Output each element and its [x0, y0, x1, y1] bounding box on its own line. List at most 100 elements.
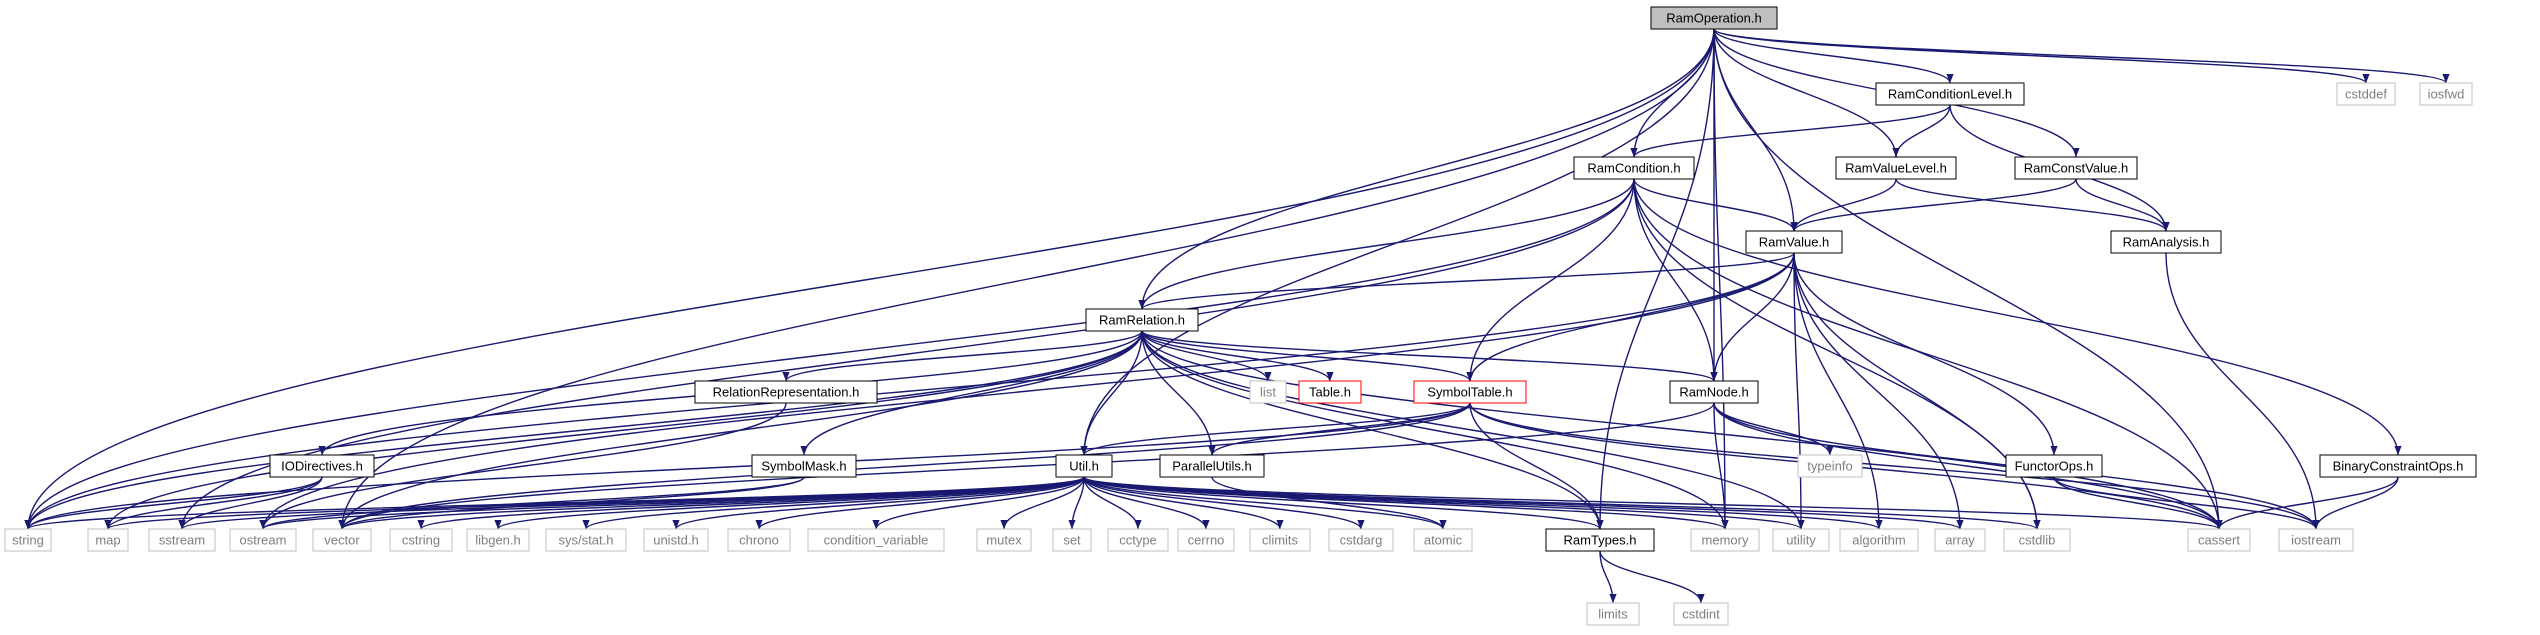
node-label: RamNode.h	[1679, 385, 1748, 400]
edge-ram-relation-to-cassert	[1141, 330, 2223, 530]
node-box	[1177, 528, 1235, 552]
node-ram-types[interactable]: RamTypes.h	[1545, 528, 1655, 552]
node-ram-const-value[interactable]: RamConstValue.h	[2014, 156, 2138, 180]
edge-ram-types-to-cstdint	[1599, 550, 1705, 604]
node-box	[1107, 528, 1169, 552]
node-box	[1839, 528, 1919, 552]
node-ram-analysis[interactable]: RamAnalysis.h	[2110, 230, 2222, 254]
node-box	[269, 454, 375, 478]
node-box	[1159, 454, 1265, 478]
edge-ram-const-value-to-ram-value	[1790, 178, 2077, 232]
node-functor-ops[interactable]: FunctorOps.h	[2005, 454, 2103, 478]
node-algorithm: algorithm	[1839, 528, 1919, 552]
node-table[interactable]: Table.h	[1298, 380, 1362, 404]
node-label: unistd.h	[653, 533, 699, 548]
edge-ram-node-to-typeinfo	[1713, 402, 1834, 456]
edge-ram-relation-to-parallel-utils	[1141, 330, 1216, 456]
node-libgen: libgen.h	[466, 528, 530, 552]
edge-ram-node-to-cassert	[1713, 402, 2223, 530]
edge-iodirectives-to-map	[104, 476, 323, 530]
node-ram-value[interactable]: RamValue.h	[1745, 230, 1843, 254]
node-label: list	[1260, 385, 1276, 400]
edge-ram-node-to-memory	[1713, 402, 1729, 530]
node-box	[807, 528, 945, 552]
edge-util-to-chrono	[755, 476, 1085, 530]
node-box	[2319, 454, 2477, 478]
node-box	[2005, 454, 2103, 478]
edge-symbol-table-to-string	[24, 402, 1471, 530]
node-typeinfo: typeinfo	[1797, 454, 1863, 478]
node-ram-condition-level[interactable]: RamConditionLevel.h	[1875, 82, 2025, 106]
node-ram-operation[interactable]: RamOperation.h	[1650, 6, 1778, 30]
node-cctype: cctype	[1107, 528, 1169, 552]
node-box	[1797, 454, 1863, 478]
node-box	[643, 528, 709, 552]
edge-binary-constraint-ops-to-iostream	[2312, 476, 2399, 530]
node-box	[1249, 528, 1311, 552]
node-box	[1298, 380, 1362, 404]
node-label: utility	[1786, 533, 1816, 548]
edge-ram-operation-to-ram-value-level	[1713, 28, 1900, 158]
node-ram-condition[interactable]: RamCondition.h	[1573, 156, 1695, 180]
edge-ram-value-to-ram-node	[1710, 252, 1795, 382]
node-symbol-table[interactable]: SymbolTable.h	[1413, 380, 1527, 404]
node-iosfwd: iosfwd	[2419, 82, 2473, 106]
node-label: RamConstValue.h	[2024, 161, 2129, 176]
node-label: memory	[1702, 533, 1749, 548]
node-label: cstdlib	[2019, 533, 2056, 548]
edge-util-to-sysstat	[582, 476, 1085, 530]
node-label: RamCondition.h	[1587, 161, 1680, 176]
node-memory: memory	[1690, 528, 1760, 552]
node-util[interactable]: Util.h	[1055, 454, 1113, 478]
node-cstdarg: cstdarg	[1328, 528, 1394, 552]
edge-ram-condition-level-to-ram-value-level	[1892, 104, 1951, 158]
edge-ram-operation-to-ram-condition-level	[1713, 28, 1954, 84]
edge-ram-relation-to-symbol-mask	[800, 330, 1143, 456]
node-box	[2336, 82, 2396, 106]
edge-util-to-algorithm	[1083, 476, 1883, 530]
node-symbol-mask[interactable]: SymbolMask.h	[751, 454, 857, 478]
node-ram-value-level[interactable]: RamValueLevel.h	[1835, 156, 1957, 180]
edge-symbol-table-to-util	[1080, 402, 1471, 456]
node-binary-constraint-ops[interactable]: BinaryConstraintOps.h	[2319, 454, 2477, 478]
node-ram-relation[interactable]: RamRelation.h	[1085, 308, 1199, 332]
edge-ram-value-to-array	[1793, 252, 1964, 530]
node-cstdint: cstdint	[1673, 602, 1729, 626]
edge-ram-condition-to-sstream	[178, 178, 1635, 530]
node-label: cassert	[2198, 533, 2240, 548]
node-label: Table.h	[1309, 385, 1351, 400]
edge-functor-ops-to-cassert	[2053, 476, 2223, 530]
node-label: chrono	[739, 533, 779, 548]
node-label: RelationRepresentation.h	[713, 385, 860, 400]
node-parallel-utils[interactable]: ParallelUtils.h	[1159, 454, 1265, 478]
node-cstdlib: cstdlib	[2003, 528, 2071, 552]
node-box	[2014, 156, 2138, 180]
edge-util-to-cctype	[1083, 476, 1142, 530]
edges-layer	[24, 28, 2450, 604]
node-cstddef: cstddef	[2336, 82, 2396, 106]
node-ram-node[interactable]: RamNode.h	[1669, 380, 1759, 404]
edge-ram-value-to-cstdlib	[1793, 252, 2041, 530]
node-box	[1669, 380, 1759, 404]
node-box	[1835, 156, 1957, 180]
node-array: array	[1934, 528, 1986, 552]
node-label: limits	[1598, 607, 1628, 622]
edge-relation-representation-to-ostream	[259, 402, 787, 530]
edge-ram-condition-to-ram-relation	[1138, 178, 1635, 310]
node-label: cstdarg	[1340, 533, 1383, 548]
edge-ram-value-to-ostream	[259, 252, 1795, 530]
node-box	[1413, 528, 1473, 552]
node-label: iosfwd	[2428, 87, 2465, 102]
edge-ram-condition-to-binary-constraint-ops	[1633, 178, 2402, 456]
node-box	[1085, 308, 1199, 332]
node-label: cctype	[1119, 533, 1157, 548]
node-relation-representation[interactable]: RelationRepresentation.h	[694, 380, 878, 404]
node-iodirectives[interactable]: IODirectives.h	[269, 454, 375, 478]
node-mutex: mutex	[976, 528, 1032, 552]
node-label: atomic	[1424, 533, 1463, 548]
edge-ram-relation-to-string	[24, 330, 1143, 530]
node-label: array	[1945, 533, 1975, 548]
node-box	[148, 528, 216, 552]
node-label: FunctorOps.h	[2015, 459, 2094, 474]
edge-util-to-cstdlib	[1083, 476, 2041, 530]
